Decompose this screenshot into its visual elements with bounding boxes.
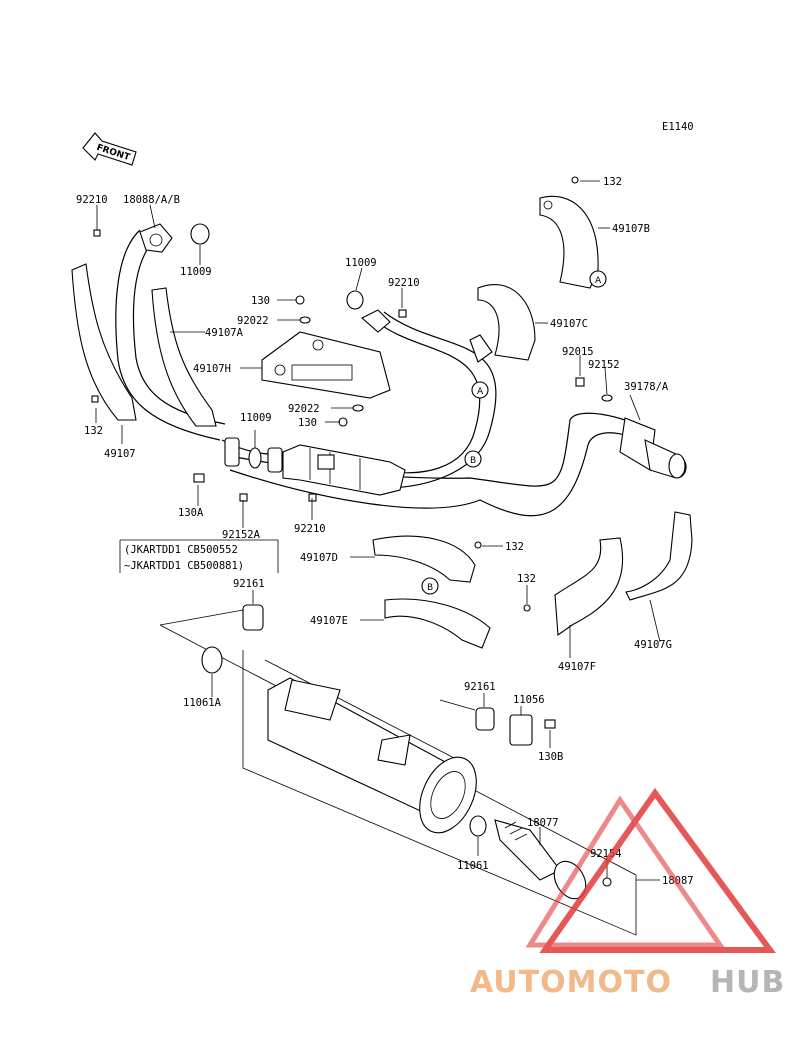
label-132-a: 132 [84, 425, 103, 437]
flange-right [267, 447, 283, 473]
callout-a-pipe: A [471, 381, 489, 399]
serial-number-note: (JKARTDD1 CB500552 ~JKARTDD1 CB500881) [119, 539, 279, 573]
bolt-130a [193, 473, 205, 483]
label-11056: 11056 [513, 694, 545, 706]
nut-92210-a [93, 229, 101, 237]
bolt-132-c [474, 541, 482, 549]
label-18088: 18088/A/B [123, 194, 180, 206]
label-49107g: 49107G [634, 639, 672, 651]
bolt-92154 [602, 877, 612, 887]
bolt-132-b [571, 176, 579, 184]
cover-49107b [539, 195, 599, 289]
label-49107h: 49107H [193, 363, 231, 375]
flange-left [224, 437, 240, 467]
label-39178: 39178/A [624, 381, 669, 393]
bolt-130-a [295, 295, 305, 305]
heat-guard-49107a [151, 287, 217, 427]
watermark-text-automoto: AUTOMOTO [470, 965, 672, 1000]
svg-text:B: B [427, 583, 433, 593]
callout-b-cover: B [421, 577, 439, 595]
nut-92152a [239, 493, 248, 502]
label-92210-b: 92210 [294, 523, 326, 535]
serial-note-line2: ~JKARTDD1 CB500881) [124, 560, 244, 572]
label-130b: 130B [538, 751, 563, 763]
label-49107f: 49107F [558, 661, 596, 673]
nut-92210-b [308, 493, 317, 502]
svg-text:B: B [470, 456, 476, 466]
label-49107: 49107 [104, 448, 136, 460]
watermark-triangle-inner [525, 795, 725, 948]
watermark-text-hub: HUB [710, 965, 785, 1000]
gasket-11061a [201, 646, 223, 674]
bolt-130-b [338, 417, 348, 427]
diagram-code: E1140 [662, 121, 694, 133]
label-49107c: 49107C [550, 318, 588, 330]
cover-49107e [384, 598, 491, 649]
left-header-pipe [115, 223, 226, 441]
label-11061: 11061 [457, 860, 489, 872]
label-92161-b: 92161 [464, 681, 496, 693]
gasket-11009-b [248, 447, 262, 469]
label-11061a: 11061A [183, 697, 222, 709]
label-92210-a: 92210 [76, 194, 108, 206]
label-92022-b: 92022 [288, 403, 320, 415]
label-18077: 18077 [527, 817, 559, 829]
nut-92210-c [398, 309, 407, 318]
label-92152: 92152 [588, 359, 620, 371]
label-11009-a: 11009 [180, 266, 212, 278]
bolt-132-a [91, 395, 99, 403]
gasket-11009-a [190, 223, 210, 245]
label-132-c: 132 [505, 541, 524, 553]
svg-text:A: A [477, 387, 484, 397]
heat-guard-49107h [261, 331, 391, 399]
right-header-pipe [361, 309, 497, 489]
callout-b-pipe: B [464, 450, 482, 468]
label-49107d: 49107D [300, 552, 338, 564]
label-49107b: 49107B [612, 223, 650, 235]
spacer-92161-a [242, 604, 264, 631]
label-92015: 92015 [562, 346, 594, 358]
watermark-triangle-outer [539, 787, 776, 953]
washer-92022-b [352, 404, 364, 412]
bracket-11056 [509, 714, 533, 746]
label-132-b: 132 [603, 176, 622, 188]
label-11009-c: 11009 [345, 257, 377, 269]
tail-pipe [494, 819, 587, 900]
muffler-body [267, 677, 477, 834]
gasket-11009-c [346, 290, 364, 310]
front-direction-arrow: FRONT [82, 132, 137, 166]
label-49107e: 49107E [310, 615, 348, 627]
label-132-d: 132 [517, 573, 536, 585]
collector-body [282, 444, 406, 496]
label-92152a: 92152A [222, 529, 261, 541]
label-92161-a: 92161 [233, 578, 265, 590]
washer-92022-a [299, 316, 311, 324]
label-130-b: 130 [298, 417, 317, 429]
cover-49107f [554, 537, 624, 637]
callout-a-upper: A [589, 270, 607, 288]
spacer-92161-b [475, 707, 495, 731]
label-49107a: 49107A [205, 327, 244, 339]
serial-note-line1: (JKARTDD1 CB500552 [124, 544, 238, 556]
cover-49107d [372, 535, 476, 583]
watermark-logo [525, 787, 776, 953]
gasket-11061 [469, 815, 487, 837]
bolt-130b [544, 719, 556, 729]
label-130a: 130A [178, 507, 204, 519]
heat-guard-49107 [71, 263, 137, 421]
label-130-a: 130 [251, 295, 270, 307]
svg-text:A: A [595, 276, 602, 286]
cover-49107g [625, 511, 693, 601]
bolt-132-d [523, 604, 531, 612]
washer-92152 [601, 394, 613, 402]
label-92022-a: 92022 [237, 315, 269, 327]
label-11009-b: 11009 [240, 412, 272, 424]
nut-92015 [575, 377, 585, 387]
cover-49107c [469, 283, 536, 363]
rear-pipe-end [619, 417, 687, 479]
label-92210-c: 92210 [388, 277, 420, 289]
